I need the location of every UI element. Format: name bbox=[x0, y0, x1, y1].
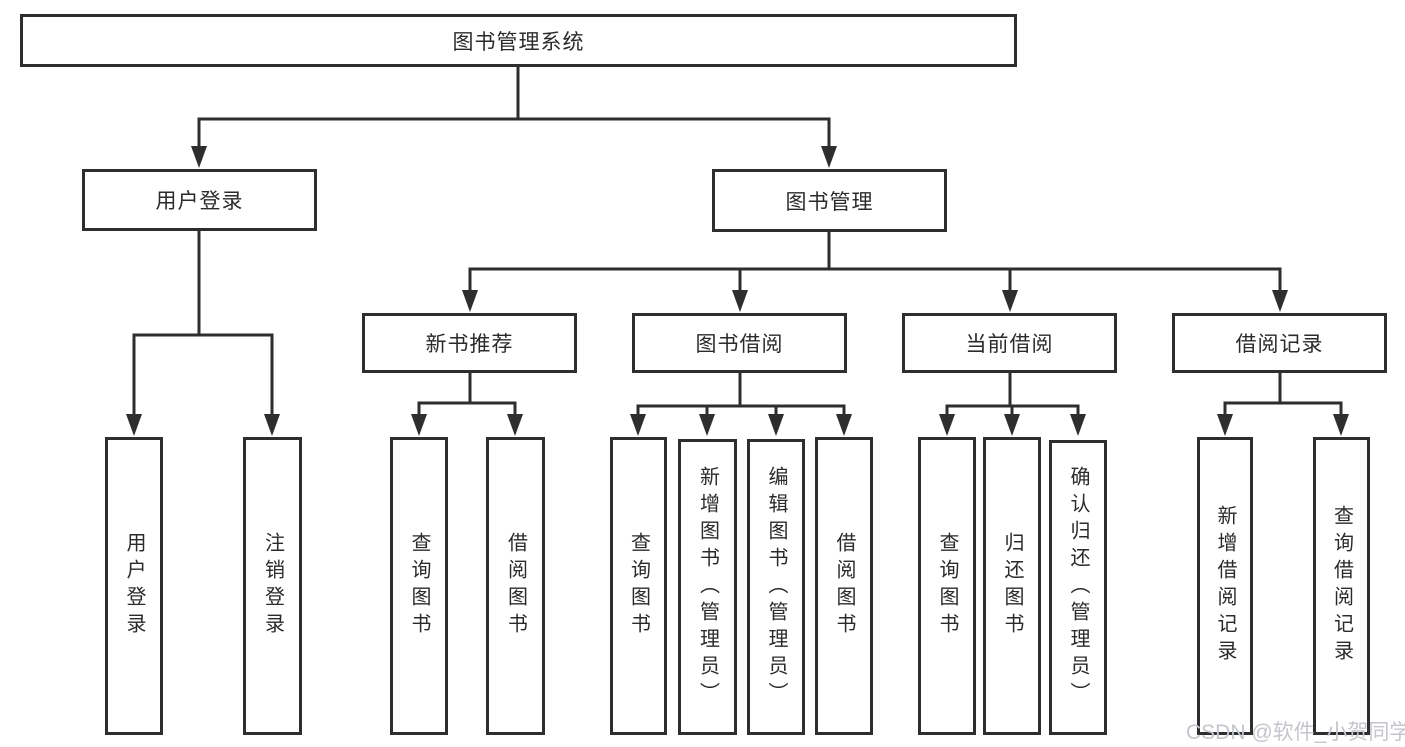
leaf-confirm-return-admin: 确认归还（管理员） bbox=[1049, 440, 1107, 735]
leaf-query-books-recommend: 查询图书 bbox=[390, 437, 448, 735]
leaf-user-login: 用户登录 bbox=[105, 437, 163, 735]
leaf-query-books-borrow: 查询图书 bbox=[610, 437, 667, 735]
leaf-add-borrow-record: 新增借阅记录 bbox=[1197, 437, 1253, 735]
node-book-borrow: 图书借阅 bbox=[632, 313, 847, 373]
node-user-login-module: 用户登录 bbox=[82, 169, 317, 231]
leaf-return-books: 归还图书 bbox=[983, 437, 1041, 735]
leaf-borrow-books-recommend: 借阅图书 bbox=[486, 437, 545, 735]
leaf-add-books-admin: 新增图书（管理员） bbox=[678, 439, 737, 735]
node-current-borrow: 当前借阅 bbox=[902, 313, 1117, 373]
node-book-management-module: 图书管理 bbox=[712, 169, 947, 232]
leaf-edit-books-admin: 编辑图书（管理员） bbox=[747, 439, 805, 735]
leaf-borrow-books: 借阅图书 bbox=[815, 437, 873, 735]
node-root-system: 图书管理系统 bbox=[20, 14, 1017, 67]
node-borrow-records: 借阅记录 bbox=[1172, 313, 1387, 373]
leaf-query-books-current: 查询图书 bbox=[918, 437, 976, 735]
leaf-query-borrow-record: 查询借阅记录 bbox=[1313, 437, 1370, 735]
node-new-book-recommend: 新书推荐 bbox=[362, 313, 577, 373]
leaf-logout: 注销登录 bbox=[243, 437, 302, 735]
